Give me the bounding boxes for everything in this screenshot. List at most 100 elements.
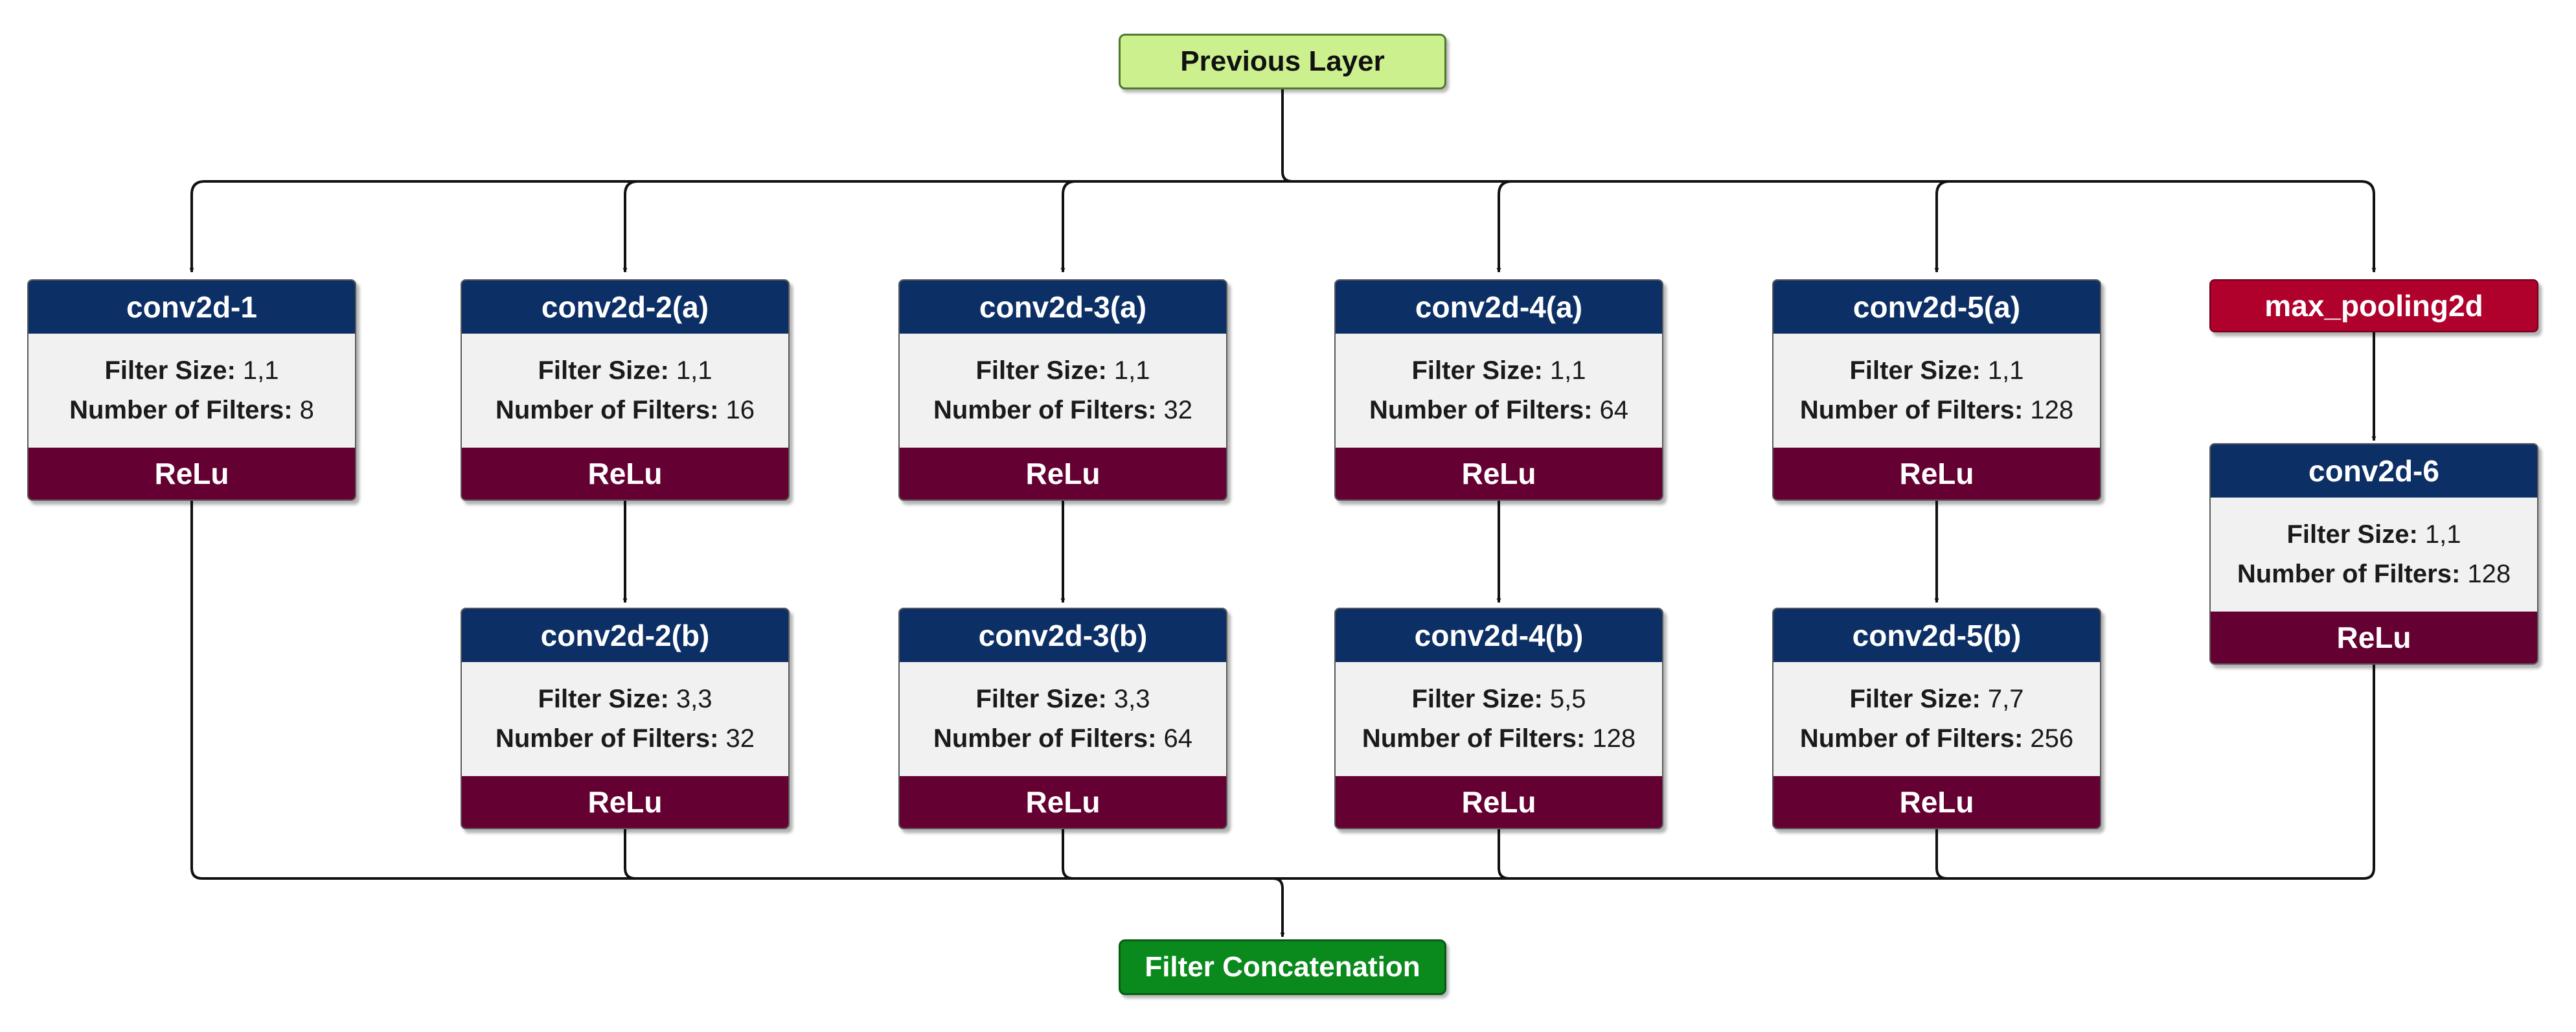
- filter-size-label: Filter Size:: [538, 685, 669, 713]
- num-filters-label: Number of Filters:: [495, 396, 719, 424]
- activation-label: ReLu: [1336, 448, 1662, 499]
- filter-size-label: Filter Size:: [1849, 685, 1981, 713]
- layer-params: Filter Size: 1,1 Number of Filters: 128: [2211, 498, 2537, 612]
- layer-title: conv2d-5(a): [1773, 281, 2100, 334]
- layer-title: conv2d-6: [2211, 444, 2537, 498]
- edge-bus-to-concat: [1272, 877, 1285, 937]
- filter-size-row: Filter Size: 7,7: [1850, 685, 2024, 714]
- max-pooling-label: max_pooling2d: [2264, 289, 2483, 323]
- filter-size-label: Filter Size:: [538, 356, 669, 385]
- num-filters-label: Number of Filters:: [933, 724, 1157, 753]
- edge-to-conv2d-4a: [1496, 180, 1512, 273]
- filter-size-label: Filter Size:: [975, 356, 1107, 385]
- filter-concatenation-label: Filter Concatenation: [1145, 951, 1420, 983]
- filter-size-label: Filter Size:: [104, 356, 236, 385]
- num-filters-value: 128: [1592, 724, 1636, 753]
- previous-layer-label: Previous Layer: [1180, 45, 1385, 77]
- layer-conv2d-5a: conv2d-5(a) Filter Size: 1,1 Number of F…: [1772, 279, 2101, 501]
- activation-label: ReLu: [2211, 612, 2537, 663]
- num-filters-value: 32: [1163, 396, 1193, 424]
- filter-size-value: 5,5: [1549, 685, 1586, 713]
- filter-size-row: Filter Size: 1,1: [538, 356, 712, 385]
- filter-size-row: Filter Size: 3,3: [976, 685, 1150, 714]
- activation-label: ReLu: [462, 776, 788, 828]
- layer-params: Filter Size: 3,3 Number of Filters: 64: [900, 662, 1226, 776]
- num-filters-label: Number of Filters:: [2237, 560, 2461, 588]
- layer-params: Filter Size: 1,1 Number of Filters: 8: [28, 334, 355, 448]
- edge-conv2d-5b-down: [1935, 829, 1948, 880]
- edge-to-max-pooling: [2360, 180, 2377, 273]
- layer-title: conv2d-4(b): [1336, 609, 1662, 662]
- activation-label: ReLu: [28, 448, 355, 499]
- filter-size-row: Filter Size: 1,1: [2287, 520, 2461, 549]
- layer-conv2d-4b: conv2d-4(b) Filter Size: 5,5 Number of F…: [1334, 608, 1663, 829]
- edge-to-conv2d-5a: [1934, 180, 1950, 273]
- layer-params: Filter Size: 1,1 Number of Filters: 32: [900, 334, 1226, 448]
- num-filters-row: Number of Filters: 64: [1369, 396, 1628, 425]
- num-filters-value: 64: [1599, 396, 1629, 424]
- layer-title: conv2d-1: [28, 281, 355, 334]
- activation-label: ReLu: [1773, 776, 2100, 828]
- num-filters-value: 8: [299, 396, 314, 424]
- layer-conv2d-2b: conv2d-2(b) Filter Size: 3,3 Number of F…: [461, 608, 790, 829]
- edge-to-conv2d-1: [189, 180, 205, 273]
- filter-size-value: 3,3: [1113, 685, 1150, 713]
- layer-conv2d-1: conv2d-1 Filter Size: 1,1 Number of Filt…: [27, 279, 356, 501]
- edge-conv2d-3b-down: [1062, 829, 1074, 880]
- edge-to-conv2d-2a: [622, 180, 639, 273]
- activation-label: ReLu: [900, 776, 1226, 828]
- layer-title: conv2d-4(a): [1336, 281, 1662, 334]
- layer-conv2d-6: conv2d-6 Filter Size: 1,1 Number of Filt…: [2209, 443, 2538, 665]
- activation-label: ReLu: [1336, 776, 1662, 828]
- previous-layer-node: Previous Layer: [1119, 34, 1446, 89]
- num-filters-value: 64: [1163, 724, 1193, 753]
- num-filters-row: Number of Filters: 256: [1800, 724, 2073, 753]
- num-filters-row: Number of Filters: 32: [933, 396, 1192, 425]
- activation-label: ReLu: [1773, 448, 2100, 499]
- layer-title: conv2d-3(a): [900, 281, 1226, 334]
- layer-conv2d-5b: conv2d-5(b) Filter Size: 7,7 Number of F…: [1772, 608, 2101, 829]
- filter-size-row: Filter Size: 1,1: [105, 356, 279, 385]
- filter-size-label: Filter Size:: [2286, 520, 2418, 549]
- edge-conv2d-6-down: [2363, 665, 2375, 880]
- layer-conv2d-3a: conv2d-3(a) Filter Size: 1,1 Number of F…: [898, 279, 1227, 501]
- num-filters-value: 256: [2030, 724, 2074, 753]
- layer-conv2d-2a: conv2d-2(a) Filter Size: 1,1 Number of F…: [461, 279, 790, 501]
- num-filters-label: Number of Filters:: [1799, 724, 2023, 753]
- num-filters-value: 32: [725, 724, 755, 753]
- num-filters-label: Number of Filters:: [933, 396, 1157, 424]
- num-filters-row: Number of Filters: 32: [496, 724, 755, 753]
- num-filters-row: Number of Filters: 128: [2237, 560, 2511, 589]
- filter-size-value: 1,1: [1549, 356, 1586, 385]
- layer-conv2d-3b: conv2d-3(b) Filter Size: 3,3 Number of F…: [898, 608, 1227, 829]
- edge-to-conv2d-3a: [1060, 180, 1077, 273]
- layer-title: conv2d-5(b): [1773, 609, 2100, 662]
- filter-size-value: 1,1: [242, 356, 279, 385]
- filter-size-value: 7,7: [1987, 685, 2024, 713]
- num-filters-label: Number of Filters:: [1362, 724, 1586, 753]
- activation-label: ReLu: [462, 448, 788, 499]
- num-filters-label: Number of Filters:: [495, 724, 719, 753]
- filter-size-label: Filter Size:: [1411, 356, 1543, 385]
- filter-size-row: Filter Size: 3,3: [538, 685, 712, 714]
- filter-size-value: 1,1: [676, 356, 712, 385]
- layer-title: conv2d-2(a): [462, 281, 788, 334]
- layer-title: conv2d-3(b): [900, 609, 1226, 662]
- num-filters-row: Number of Filters: 8: [69, 396, 314, 425]
- layer-conv2d-4a: conv2d-4(a) Filter Size: 1,1 Number of F…: [1334, 279, 1663, 501]
- filter-size-value: 3,3: [676, 685, 712, 713]
- num-filters-value: 128: [2467, 560, 2511, 588]
- filter-size-label: Filter Size:: [975, 685, 1107, 713]
- num-filters-value: 16: [725, 396, 755, 424]
- filter-size-value: 1,1: [1987, 356, 2024, 385]
- filter-size-row: Filter Size: 1,1: [1412, 356, 1586, 385]
- layer-params: Filter Size: 1,1 Number of Filters: 16: [462, 334, 788, 448]
- edge-conv2d-4b-down: [1498, 829, 1510, 880]
- max-pooling-node: max_pooling2d: [2209, 279, 2538, 332]
- num-filters-row: Number of Filters: 128: [1800, 396, 2073, 425]
- filter-size-value: 1,1: [2424, 520, 2461, 549]
- edge-conv2d-2b-down: [624, 829, 636, 880]
- layer-params: Filter Size: 5,5 Number of Filters: 128: [1336, 662, 1662, 776]
- filter-size-label: Filter Size:: [1411, 685, 1543, 713]
